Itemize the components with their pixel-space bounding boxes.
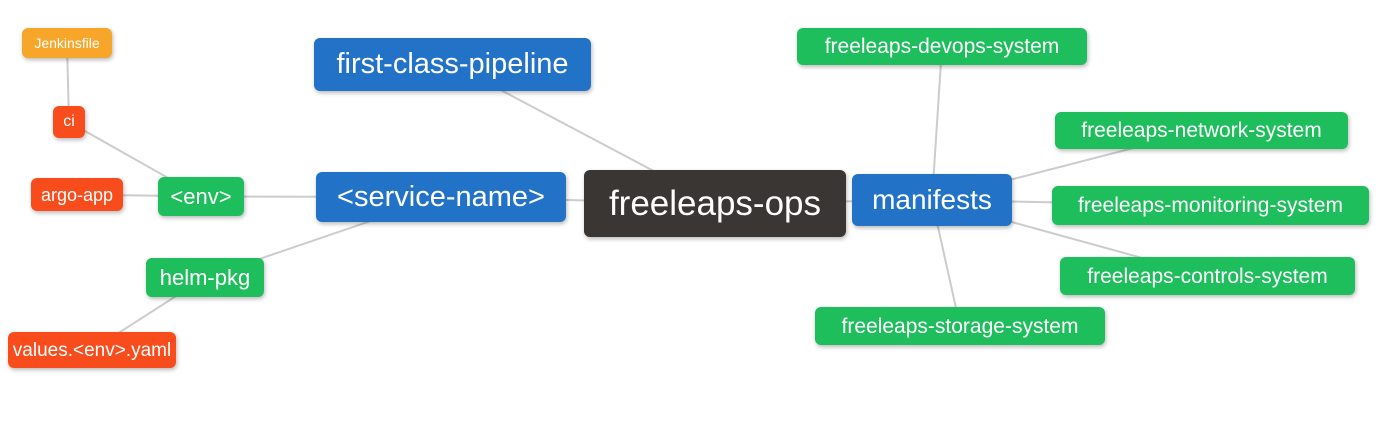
node-controls-system[interactable]: freeleaps-controls-system (1060, 257, 1355, 295)
node-argo-app[interactable]: argo-app (31, 178, 123, 211)
node-freeleaps-ops[interactable]: freeleaps-ops (584, 170, 846, 237)
node-network-system[interactable]: freeleaps-network-system (1055, 112, 1348, 149)
node-monitoring-system[interactable]: freeleaps-monitoring-system (1052, 186, 1369, 225)
node-manifests[interactable]: manifests (852, 174, 1012, 226)
node-storage-system[interactable]: freeleaps-storage-system (815, 307, 1105, 345)
node-service-name[interactable]: <service-name> (316, 172, 566, 222)
node-helm-pkg[interactable]: helm-pkg (146, 258, 264, 297)
node-jenkinsfile[interactable]: Jenkinsfile (22, 28, 112, 58)
node-env[interactable]: <env> (158, 177, 244, 216)
node-values-env-yaml[interactable]: values.<env>.yaml (8, 332, 176, 368)
node-devops-system[interactable]: freeleaps-devops-system (797, 28, 1087, 65)
node-first-class-pipeline[interactable]: first-class-pipeline (314, 38, 591, 91)
node-ci[interactable]: ci (53, 106, 85, 138)
